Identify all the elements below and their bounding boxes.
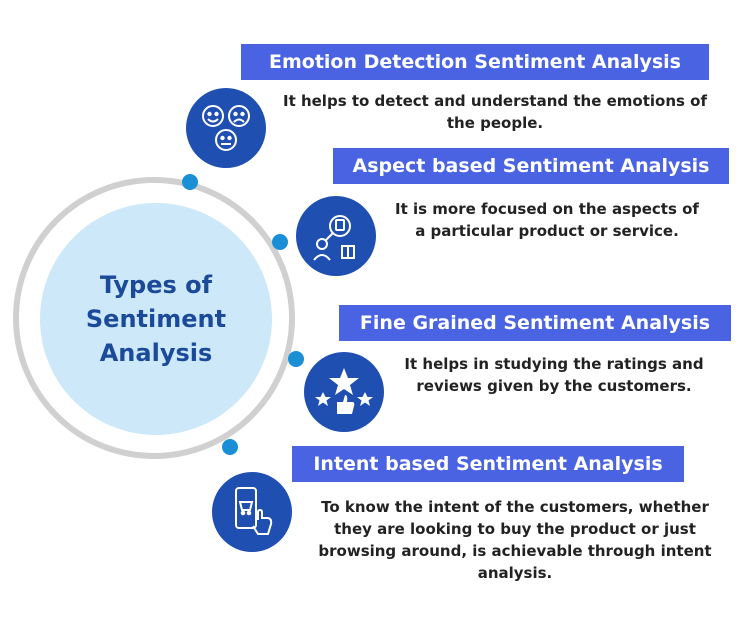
connector-dot-2 <box>272 234 288 250</box>
item-description-emotion-detection: It helps to detect and understand the em… <box>282 92 707 132</box>
connector-dot-1 <box>182 174 198 190</box>
phone-cart-tap-icon <box>212 472 292 552</box>
item-title-fine-grained: Fine Grained Sentiment Analysis <box>339 305 731 341</box>
item-description-aspect-based: It is more focused on the aspects of a p… <box>395 200 699 240</box>
emotion-faces-icon <box>186 88 266 168</box>
magnifier-person-icon <box>296 196 376 276</box>
center-circle: Types of Sentiment Analysis <box>40 203 272 435</box>
connector-dot-4 <box>222 439 238 455</box>
item-title-emotion-detection: Emotion Detection Sentiment Analysis <box>241 44 709 80</box>
item-description-fine-grained: It helps in studying the ratings and rev… <box>404 355 704 395</box>
connector-dot-3 <box>288 351 304 367</box>
center-title: Types of Sentiment Analysis <box>85 271 227 367</box>
item-title-intent-based: Intent based Sentiment Analysis <box>292 446 684 482</box>
item-description-intent-based: To know the intent of the customers, whe… <box>318 498 712 582</box>
item-title-aspect-based: Aspect based Sentiment Analysis <box>333 148 729 184</box>
outer-ring <box>13 177 295 459</box>
stars-thumbs-up-icon <box>304 352 384 432</box>
